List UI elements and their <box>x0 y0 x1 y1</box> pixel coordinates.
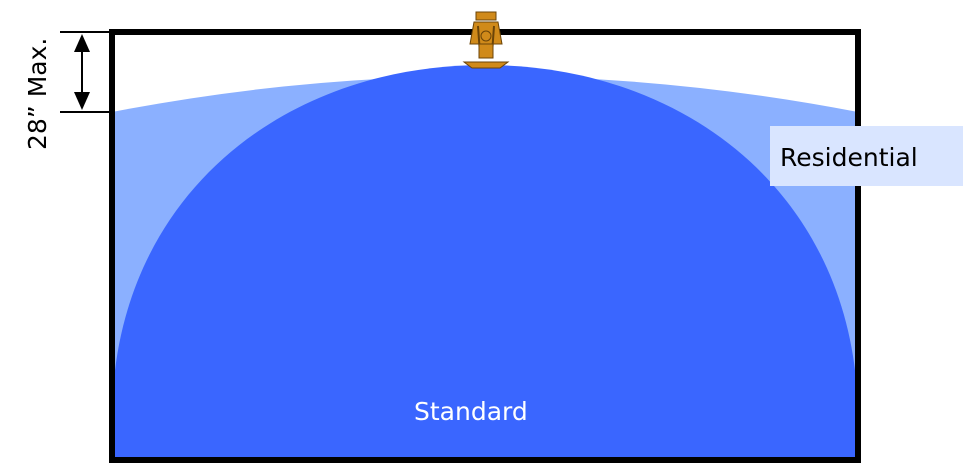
standard-spray-area <box>112 65 858 460</box>
sprinkler-head-icon <box>462 11 510 69</box>
residential-label: Residential <box>780 143 918 172</box>
standard-label: Standard <box>414 397 528 426</box>
dimension-arrow-icon <box>74 34 90 110</box>
residential-label-box <box>770 126 963 186</box>
dimension-label: 28” Max. <box>23 38 52 150</box>
